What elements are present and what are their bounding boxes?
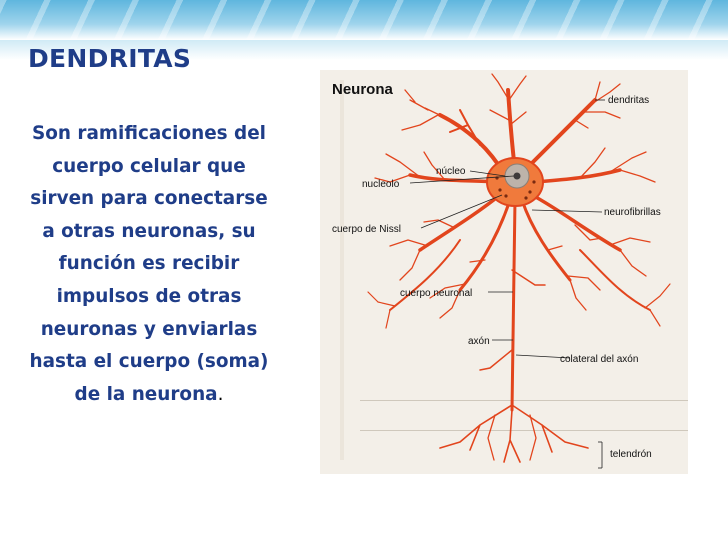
label-dendritas: dendritas <box>608 95 649 106</box>
label-nucleo: núcleo <box>436 166 466 177</box>
neuron-illustration: Neurona dendritas núcleo nucleolo neurof… <box>320 70 688 474</box>
cell-body <box>486 157 544 207</box>
neuron-diagram: Neurona dendritas núcleo nucleolo neurof… <box>320 70 688 474</box>
leader-lines <box>409 99 605 469</box>
dendrites <box>367 73 671 329</box>
label-cuerpo-neuronal: cuerpo neuronal <box>400 288 472 299</box>
label-telendron: telendrón <box>610 449 652 460</box>
body-end-text: . <box>217 383 224 405</box>
body-main-text: Son ramificaciones del cuerpo celular qu… <box>29 123 269 405</box>
label-colateral-axon: colateral del axón <box>560 354 638 365</box>
figure-title: Neurona <box>332 81 394 98</box>
header-band <box>0 0 728 40</box>
label-nucleolo: nucleolo <box>362 179 400 190</box>
axon <box>439 198 589 463</box>
slide-title: DENDRITAS <box>28 44 192 73</box>
label-axon: axón <box>468 336 490 347</box>
body-paragraph: Son ramificaciones del cuerpo celular qu… <box>28 118 270 411</box>
label-cuerpo-nissl: cuerpo de Nissl <box>332 224 401 235</box>
background-page-texture <box>320 70 688 474</box>
label-neurofibrillas: neurofibrillas <box>604 207 661 218</box>
